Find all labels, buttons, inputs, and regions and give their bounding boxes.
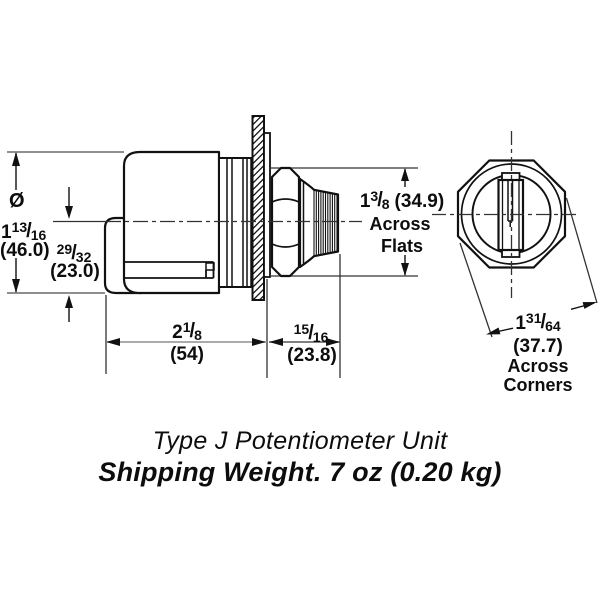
bushing-thread-lines: [226, 158, 252, 287]
arrow-down-across-flats: [401, 263, 409, 276]
fraction-slash: [308, 322, 314, 344]
arrow-up-center-height: [65, 295, 73, 308]
terminal-strip-lines: [124, 261, 215, 279]
across-flats-extension-lines: [270, 167, 418, 277]
arrow-down-diameter: [12, 279, 20, 293]
across-corners-word1: Across: [507, 356, 569, 376]
dim-body-length-metric: (54): [170, 344, 204, 365]
arrow-right-body-length: [252, 338, 266, 346]
potentiometer-body: [122, 150, 221, 295]
arrow-right-across-corners: [582, 302, 597, 309]
terminal-lug: [205, 262, 215, 271]
caption-shipping-weight: Shipping Weight. 7 oz (0.20 kg): [98, 457, 502, 487]
dim-across-flats-label: 138(34.9): [360, 189, 444, 211]
arrow-down-center-height: [65, 206, 73, 219]
fraction-slash: [190, 320, 196, 342]
caption-title: Type J Potentiometer Unit: [152, 427, 448, 455]
across-flats-word2: Flats: [380, 236, 424, 256]
arrow-up-across-flats: [401, 168, 409, 181]
dim-body-length-label: 218: [172, 320, 202, 342]
arrow-left-across-corners: [486, 327, 501, 335]
arrow-left-bushing-length: [269, 338, 283, 346]
fraction-slash: [541, 311, 547, 333]
dim-across-corners-metric: (37.7): [513, 336, 563, 357]
panel-hatch: [252, 116, 264, 300]
dim-diameter-metric: (46.0): [0, 240, 50, 261]
hex-nut-facet-lines: [271, 198, 300, 248]
across-corners-word2: Corners: [503, 375, 573, 395]
across-flats-word1: Across: [369, 214, 431, 234]
across-corners-extension-lines: [459, 197, 598, 338]
fraction-slash: [26, 220, 32, 242]
fraction-slash: [71, 242, 77, 264]
diameter-fraction: 1316: [12, 220, 47, 243]
hex-nut: [270, 166, 301, 278]
arrow-right-bushing-length: [326, 338, 340, 346]
dim-diameter-label: 11316: [1, 220, 46, 242]
dim-center-height-metric: (23.0): [50, 261, 100, 282]
dim-center-height-label: 2932: [57, 242, 92, 264]
length-extension-lines: [105, 254, 341, 378]
washer: [263, 132, 271, 278]
threaded-bushing: [218, 157, 254, 288]
across-corners-arrow-tails: [497, 304, 586, 333]
arrow-left-body-length: [106, 338, 120, 346]
dim-bushing-length-metric: (23.8): [287, 345, 337, 366]
dim-bushing-length-label: 1516: [294, 322, 329, 344]
shaft-slot: [507, 180, 514, 227]
knob-knurl-lines: [313, 190, 338, 256]
diameter-symbol: Ø: [9, 190, 25, 212]
arrow-up-diameter: [12, 152, 20, 166]
dim-across-corners-label: 13164: [515, 311, 560, 333]
fraction-slash: [377, 189, 383, 211]
